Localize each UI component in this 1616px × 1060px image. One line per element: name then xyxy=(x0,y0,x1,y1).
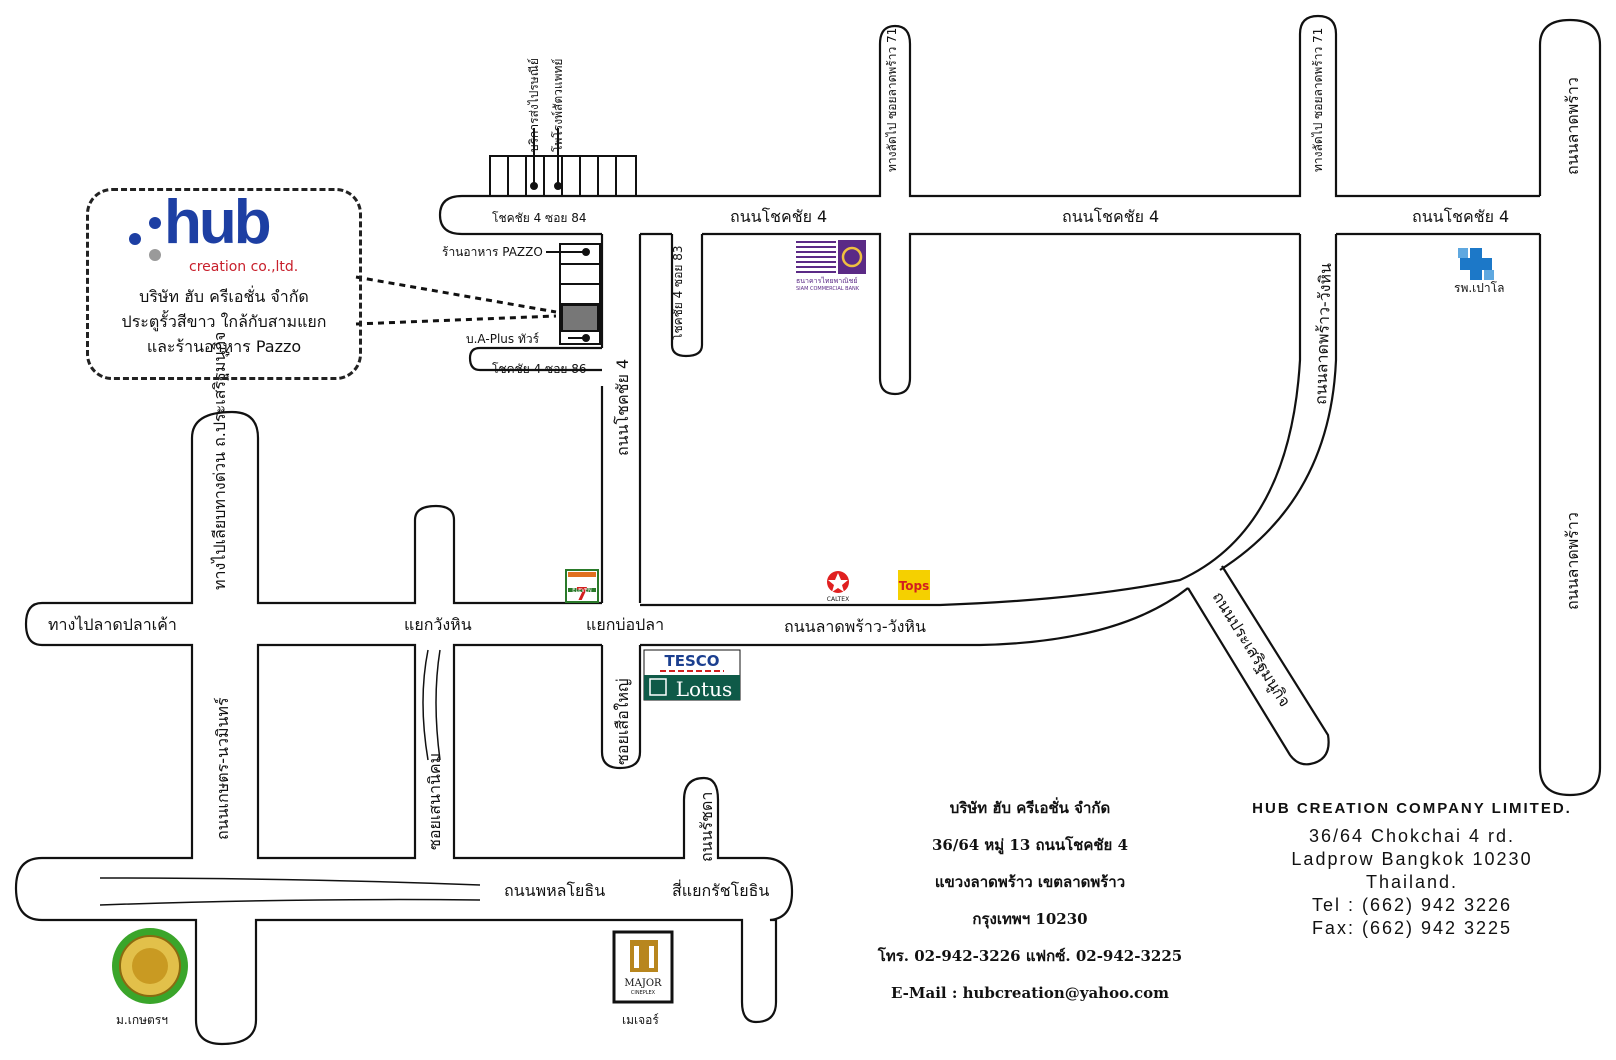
place-major: เมเจอร์ xyxy=(622,1013,659,1027)
road-soi-suea-yai: ซอยเสือใหญ่ xyxy=(613,678,632,765)
callout-line-3: และร้านอาหาร Pazzo xyxy=(146,337,302,356)
road-soi83: โชคชัย 4 ซอย 83 xyxy=(671,245,685,340)
road-chokchai4-b: ถนนโชคชัย 4 xyxy=(1062,207,1159,226)
seven-eleven-icon: 7 ELEVEN xyxy=(565,569,599,605)
seven-eleven-label: ELEVEN xyxy=(572,588,592,594)
info-en-line: Fax: (662) 942 3225 xyxy=(1311,918,1513,938)
road-soi84: โชคชัย 4 ซอย 84 xyxy=(492,211,587,225)
callout-line-2: ประตูรั้วสีขาว ใกล้กับสามแยก xyxy=(121,312,327,331)
company-info-thai: บริษัท ฮับ ครีเอชั่น จำกัด 36/64 หมู่ 13… xyxy=(870,790,1190,1012)
road-soi-senanikhom: ซอยเสนานิคม xyxy=(425,753,444,850)
road-ratchada: ถนนรัชดา xyxy=(697,792,716,862)
info-en-line: Thailand. xyxy=(1365,872,1459,892)
road-ladprao-wanghin: ถนนลาดพร้าว-วังหิน xyxy=(784,617,926,636)
road-ladprao-bottom: ถนนลาดพร้าว xyxy=(1563,512,1582,610)
road-chokchai4-vertical: ถนนโชคชัย 4 xyxy=(613,359,632,456)
road-kaset-nawamin: ถนนเกษตร-นวมินทร์ xyxy=(213,697,232,840)
tops-store-icon: Tops xyxy=(898,570,930,600)
info-en-line: 36/64 Chokchai 4 rd. xyxy=(1308,826,1516,846)
svg-text:7: 7 xyxy=(576,584,589,605)
road-expressway: ทางไปเลียบทางด่วน ถ.ประเสริฐมนูกิจ xyxy=(210,332,230,590)
info-th-line: กรุงเทพฯ 10230 xyxy=(972,910,1088,928)
place-kaset-university: ม.เกษตรฯ xyxy=(116,1013,168,1027)
hub-logo-dots-icon xyxy=(129,217,161,261)
info-th-line: แขวงลาดพร้าว เขตลาดพร้าว xyxy=(934,873,1126,891)
company-callout: hub creation co.,ltd. บริษัท ฮับ ครีเอชั… xyxy=(86,188,362,380)
major-logo-sub: CINEPLEX xyxy=(631,990,656,996)
info-th-line: บริษัท ฮับ ครีเอชั่น จำกัด xyxy=(949,799,1111,817)
lotus-label: Lotus xyxy=(676,677,733,701)
hub-logo-subtitle: creation co.,ltd. xyxy=(189,259,299,275)
road-chokchai4-a: ถนนโชคชัย 4 xyxy=(730,207,827,226)
junction-ratchayothin: สี่แยกรัชโยธิน xyxy=(672,879,769,900)
caltex-label: CALTEX xyxy=(827,596,849,603)
caltex-station-icon: CALTEX xyxy=(827,571,849,603)
road-network xyxy=(14,14,1602,1046)
scb-bank-label: ธนาคารไทยพาณิชย์ xyxy=(796,276,858,285)
place-pazzo: ร้านอาหาร PAZZO xyxy=(442,245,543,259)
road-ladprao-wanghin-curve: ถนนลาดพร้าว-วังหิน xyxy=(1311,263,1335,406)
road-chokchai4-c: ถนนโชคชัย 4 xyxy=(1412,207,1509,226)
junction-bo-pla: แยกบ่อปลา xyxy=(586,615,664,634)
shop-rows xyxy=(489,128,637,345)
info-en-title: HUB CREATION COMPANY LIMITED. xyxy=(1252,800,1572,817)
callout-text: บริษัท ฮับ ครีเอชั่น จำกัด ประตูรั้วสีขา… xyxy=(89,284,359,359)
tesco-lotus-logo: TESCO Lotus xyxy=(643,649,741,701)
road-phahonyothin: ถนนพหลโยธิน xyxy=(504,881,605,900)
callout-line-1: บริษัท ฮับ ครีเอชั่น จำกัด xyxy=(139,287,309,306)
info-th-email: E-Mail : hubcreation@yahoo.com xyxy=(890,984,1170,1002)
major-logo-label: MAJOR xyxy=(624,978,662,989)
tesco-label: TESCO xyxy=(664,652,719,670)
place-aplus: บ.A-Plus ทัวร์ xyxy=(466,332,540,346)
junction-wanghin: แยกวังหิน xyxy=(404,615,472,634)
place-post-office: บริการส่งไปรษณีย์ xyxy=(527,58,541,152)
scb-bank-logo: ธนาคารไทยพาณิชย์ SIAM COMMERCIAL BANK xyxy=(796,240,866,292)
paolo-hospital-cross-icon xyxy=(1458,248,1494,280)
road-soi86: โชคชัย 4 ซอย 86 xyxy=(492,362,587,376)
info-th-line: โทร. 02-942-3226 แฟกซ์. 02-942-3225 xyxy=(877,947,1183,965)
road-shortcut-71-a: ทางลัดไป ซอยลาดพร้าว 71 xyxy=(885,28,899,172)
place-paolo-hospital: รพ.เปาโล xyxy=(1454,281,1504,295)
major-cineplex-logo: MAJOR CINEPLEX xyxy=(612,930,674,1004)
info-en-line: Ladprow Bangkok 10230 xyxy=(1291,849,1533,869)
place-vet: โพโรงพ์สัตวแพทย์ xyxy=(551,59,565,152)
info-en-line: Tel : (662) 942 3226 xyxy=(1311,895,1513,915)
road-to-ladplakhao: ทางไปลาดปลาเค้า xyxy=(48,615,177,634)
info-th-line: 36/64 หมู่ 13 ถนนโชคชัย 4 xyxy=(931,836,1129,854)
road-ladprao-top: ถนนลาดพร้าว xyxy=(1563,77,1582,175)
road-shortcut-71-b: ทางลัดไป ซอยลาดพร้าว 71 xyxy=(1311,28,1325,172)
kasetsart-seal-icon xyxy=(112,928,188,1004)
company-info-english: HUB CREATION COMPANY LIMITED. 36/64 Chok… xyxy=(1222,800,1602,940)
callout-leader xyxy=(355,275,557,326)
hub-logo-word: hub xyxy=(164,188,272,257)
scb-bank-label-en: SIAM COMMERCIAL BANK xyxy=(796,286,860,292)
tops-label: Tops xyxy=(899,579,930,593)
